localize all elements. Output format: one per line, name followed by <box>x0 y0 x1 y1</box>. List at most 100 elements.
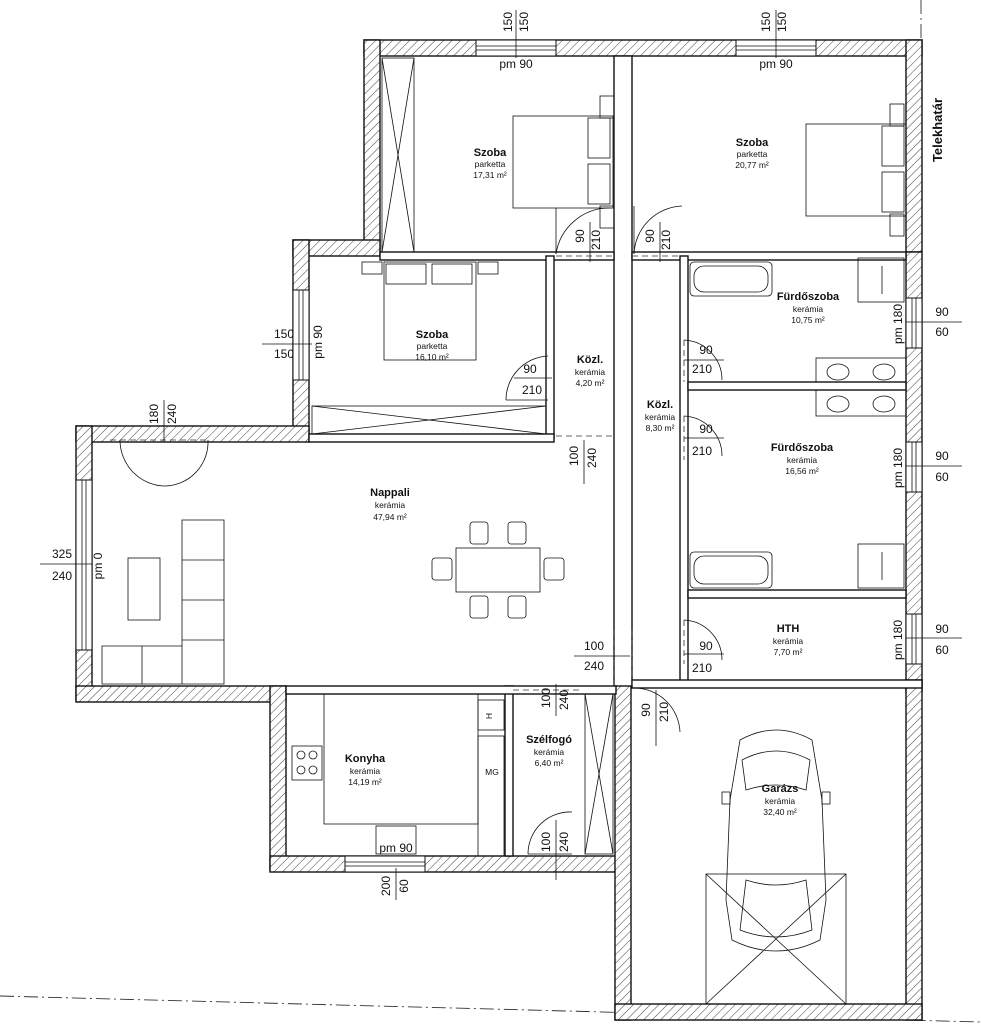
room-floor: kerámia <box>375 500 406 510</box>
dim-label: 90 <box>935 622 949 636</box>
dim-label: 90 <box>523 362 537 376</box>
room-area: 17,31 m² <box>473 170 507 180</box>
dim-label: 90 <box>935 305 949 319</box>
threshold-lines <box>110 255 685 691</box>
interior-walls <box>285 55 923 857</box>
dim-label: 150 <box>759 12 773 32</box>
dim-label: 210 <box>589 230 603 250</box>
room-area: 20,77 m² <box>735 160 769 170</box>
room-area: 7,70 m² <box>774 647 803 657</box>
room-floor: kerámia <box>350 766 381 776</box>
dim-label: 240 <box>584 659 604 673</box>
dim-label: 100 <box>539 688 553 708</box>
dim-label: 210 <box>692 444 712 458</box>
dim-label: 240 <box>585 448 599 468</box>
dim-label: 90 <box>643 229 657 243</box>
room-floor: kerámia <box>765 796 796 806</box>
living-furniture <box>101 519 565 685</box>
dim-label: 100 <box>539 832 553 852</box>
room-area: 47,94 m² <box>373 512 407 522</box>
property-boundary-label: Telekhatár <box>930 98 945 162</box>
dimension-labels: 150 150 pm 90 150 150 pm 90 90 210 90 21… <box>40 10 962 900</box>
dim-label: pm 0 <box>91 552 105 579</box>
room-area: 32,40 m² <box>763 807 797 817</box>
dim-label: pm 180 <box>891 448 905 488</box>
windows <box>75 39 923 873</box>
dim-label: 240 <box>557 832 571 852</box>
room-name: Fürdőszoba <box>771 442 834 454</box>
room-floor: kerámia <box>575 367 606 377</box>
dim-label: 200 <box>379 876 393 896</box>
dim-label: 90 <box>573 229 587 243</box>
dim-label: 90 <box>699 422 713 436</box>
dim-label: 150 <box>274 347 294 361</box>
room-floor: kerámia <box>645 412 676 422</box>
h-label: H <box>484 713 494 719</box>
dim-label: 90 <box>935 449 949 463</box>
room-floor: parketta <box>417 341 448 351</box>
room-area: 8,30 m² <box>646 423 675 433</box>
room-area: 10,75 m² <box>791 315 825 325</box>
dim-label: 210 <box>659 230 673 250</box>
wardrobes <box>311 57 614 855</box>
dim-label: 90 <box>699 639 713 653</box>
dim-label: pm 90 <box>311 325 325 359</box>
room-area: 14,19 m² <box>348 777 382 787</box>
dim-label: 90 <box>639 703 653 717</box>
dim-label: pm 90 <box>759 57 793 71</box>
dim-label: 210 <box>522 383 542 397</box>
room-name: Közl. <box>577 354 603 366</box>
dim-label: 150 <box>274 327 294 341</box>
dim-label: pm 180 <box>891 304 905 344</box>
bath-fixtures <box>689 257 907 589</box>
dim-label: 60 <box>935 643 949 657</box>
car <box>705 729 847 1005</box>
room-floor: kerámia <box>787 455 818 465</box>
dim-label: 180 <box>147 404 161 424</box>
room-floor: parketta <box>737 149 768 159</box>
room-area: 4,20 m² <box>576 378 605 388</box>
room-floor: kerámia <box>793 304 824 314</box>
beds <box>361 95 907 361</box>
dim-label: 100 <box>567 446 581 466</box>
mg-label: MG <box>485 767 499 777</box>
dim-label: 90 <box>699 343 713 357</box>
kitchen-fixtures <box>291 693 505 857</box>
dim-label: 240 <box>52 569 72 583</box>
room-name: Szoba <box>416 329 449 341</box>
room-floor: kerámia <box>773 636 804 646</box>
exterior-walls <box>75 39 923 1021</box>
dim-label: pm 180 <box>891 620 905 660</box>
room-area: 6,40 m² <box>535 758 564 768</box>
dim-label: 150 <box>501 12 515 32</box>
dim-label: pm 90 <box>499 57 533 71</box>
dim-label: 100 <box>584 639 604 653</box>
dim-label: 60 <box>935 470 949 484</box>
room-area: 16,10 m² <box>415 352 449 362</box>
doors <box>119 205 723 855</box>
dim-label: 60 <box>397 879 411 893</box>
dim-label: 325 <box>52 547 72 561</box>
room-name: Nappali <box>370 487 410 499</box>
dim-label: 210 <box>692 362 712 376</box>
room-name: HTH <box>777 623 800 635</box>
dim-label: 240 <box>557 690 571 710</box>
room-floor: kerámia <box>534 747 565 757</box>
dim-label: 150 <box>775 12 789 32</box>
room-floor: parketta <box>475 159 506 169</box>
dim-label: 150 <box>517 12 531 32</box>
room-name: Szoba <box>474 147 507 159</box>
